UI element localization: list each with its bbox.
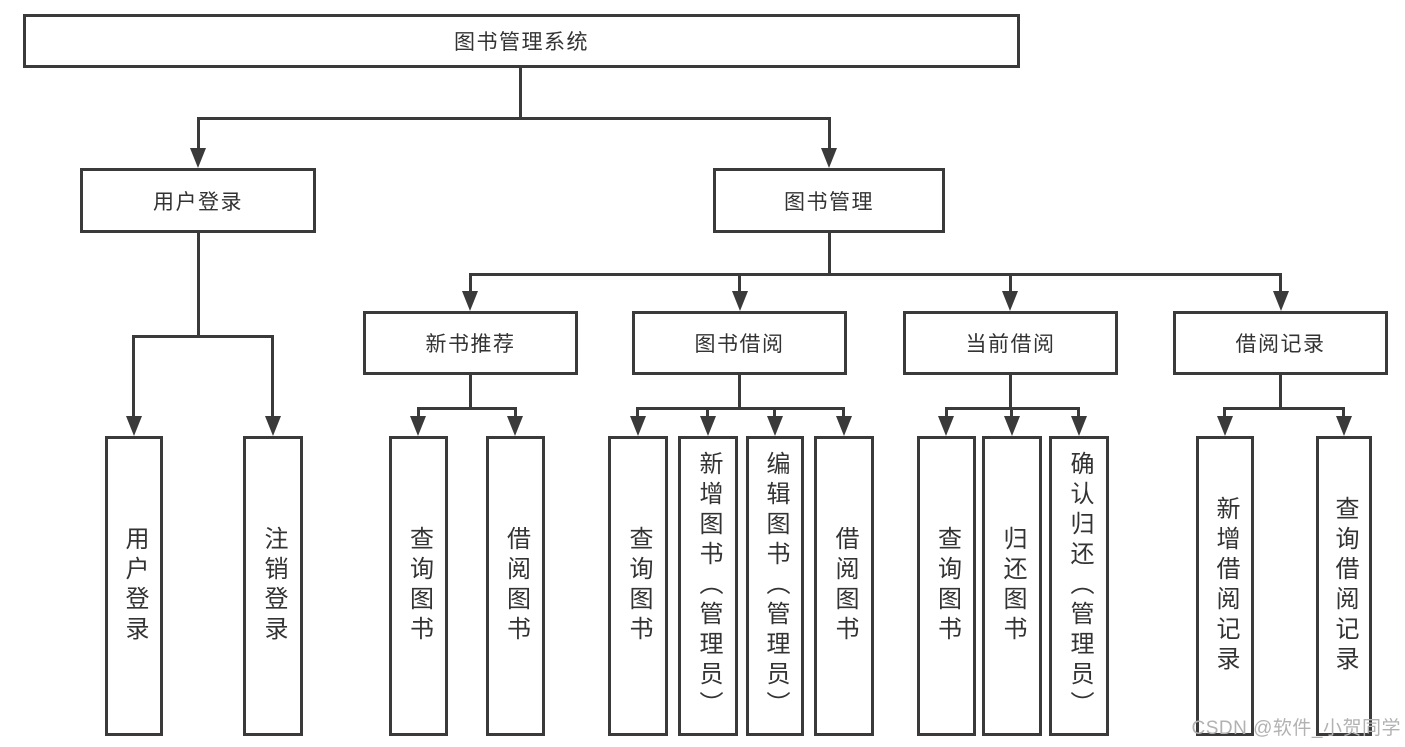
leaf-bb-edit-books: 编辑图书（管理员） bbox=[746, 436, 804, 736]
connector-to-cb-confirm bbox=[1077, 407, 1080, 416]
arrowhead-bb-borrow-icon bbox=[836, 416, 852, 436]
leaf-user-login: 用户登录 bbox=[105, 436, 163, 736]
connector-to-ul-user-login bbox=[132, 335, 135, 416]
leaf-cb-return-books-label: 归还图书 bbox=[999, 526, 1026, 646]
connector-user-login-bar bbox=[132, 335, 274, 338]
arrowhead-current-borrowing-icon bbox=[1002, 291, 1018, 311]
node-book-management: 图书管理 bbox=[713, 168, 945, 233]
arrowhead-borrowing-records-icon bbox=[1273, 291, 1289, 311]
leaf-bb-add-books: 新增图书（管理员） bbox=[678, 436, 738, 736]
leaf-cb-query-books-label: 查询图书 bbox=[933, 526, 961, 646]
connector-bb-bar bbox=[636, 407, 845, 410]
node-user-login: 用户登录 bbox=[80, 168, 316, 233]
connector-user-login-stem bbox=[197, 233, 200, 335]
connector-book-management-bar bbox=[469, 273, 1282, 276]
arrowhead-book-borrowing-icon bbox=[732, 291, 748, 311]
arrowhead-cb-query-icon bbox=[938, 416, 954, 436]
connector-root-bar bbox=[197, 117, 831, 120]
connector-root-to-book-management bbox=[828, 117, 831, 148]
leaf-nbr-query-books: 查询图书 bbox=[389, 436, 448, 736]
arrowhead-bb-add-icon bbox=[700, 416, 716, 436]
connector-bb-stem bbox=[738, 375, 741, 407]
leaf-nbr-query-books-label: 查询图书 bbox=[405, 526, 433, 646]
leaf-br-query-record: 查询借阅记录 bbox=[1316, 436, 1372, 736]
arrowhead-book-management-icon bbox=[821, 148, 837, 168]
node-current-borrowing-label: 当前借阅 bbox=[965, 333, 1056, 356]
leaf-bb-edit-books-label: 编辑图书（管理员） bbox=[762, 451, 789, 721]
connector-to-bb-query bbox=[636, 407, 639, 416]
arrowhead-nbr-query-icon bbox=[410, 416, 426, 436]
connector-nbr-stem bbox=[469, 375, 472, 407]
connector-to-cb-return bbox=[1010, 407, 1013, 416]
leaf-nbr-borrow-books-label: 借阅图书 bbox=[502, 526, 530, 646]
arrowhead-nbr-borrow-icon bbox=[507, 416, 523, 436]
arrowhead-br-add-icon bbox=[1217, 416, 1233, 436]
node-new-book-recommend: 新书推荐 bbox=[363, 311, 578, 375]
arrowhead-ul-user-login-icon bbox=[126, 416, 142, 436]
leaf-nbr-borrow-books: 借阅图书 bbox=[486, 436, 545, 736]
connector-to-nbr-borrow bbox=[514, 407, 517, 416]
connector-to-ul-logout bbox=[271, 335, 274, 416]
leaf-bb-borrow-books: 借阅图书 bbox=[814, 436, 874, 736]
connector-cb-stem bbox=[1009, 375, 1012, 407]
connector-to-nbr-query bbox=[417, 407, 420, 416]
arrowhead-cb-return-icon bbox=[1004, 416, 1020, 436]
leaf-cb-return-books: 归还图书 bbox=[982, 436, 1042, 736]
node-borrowing-records-label: 借阅记录 bbox=[1235, 333, 1326, 356]
arrowhead-new-book-recommend-icon bbox=[462, 291, 478, 311]
connector-book-management-stem bbox=[828, 233, 831, 273]
leaf-user-login-label: 用户登录 bbox=[121, 526, 148, 646]
arrowhead-cb-confirm-icon bbox=[1071, 416, 1087, 436]
arrowhead-br-query-icon bbox=[1336, 416, 1352, 436]
node-book-management-label: 图书管理 bbox=[784, 190, 874, 214]
connector-to-current-borrowing bbox=[1009, 273, 1012, 291]
leaf-bb-query-books: 查询图书 bbox=[608, 436, 668, 736]
connector-to-cb-query bbox=[945, 407, 948, 416]
arrowhead-user-login-icon bbox=[190, 148, 206, 168]
leaf-bb-query-books-label: 查询图书 bbox=[625, 526, 652, 646]
leaf-cb-confirm-return-label: 确认归还（管理员） bbox=[1066, 451, 1093, 721]
connector-to-bb-borrow bbox=[842, 407, 845, 416]
leaf-br-add-record-label: 新增借阅记录 bbox=[1212, 496, 1239, 676]
leaf-logout: 注销登录 bbox=[243, 436, 303, 736]
leaf-br-add-record: 新增借阅记录 bbox=[1196, 436, 1254, 736]
node-root: 图书管理系统 bbox=[23, 14, 1020, 68]
connector-to-bb-add bbox=[706, 407, 709, 416]
node-current-borrowing: 当前借阅 bbox=[903, 311, 1118, 375]
node-root-label: 图书管理系统 bbox=[454, 31, 589, 54]
leaf-cb-confirm-return: 确认归还（管理员） bbox=[1049, 436, 1109, 736]
connector-root-stem bbox=[519, 68, 522, 117]
node-book-borrowing-label: 图书借阅 bbox=[694, 333, 785, 356]
connector-to-bb-edit bbox=[773, 407, 776, 416]
connector-root-to-user-login bbox=[197, 117, 200, 148]
connector-br-bar bbox=[1223, 407, 1345, 410]
arrowhead-bb-query-icon bbox=[630, 416, 646, 436]
leaf-bb-add-books-label: 新增图书（管理员） bbox=[695, 451, 722, 721]
leaf-logout-label: 注销登录 bbox=[260, 526, 287, 646]
connector-to-new-book-recommend bbox=[469, 273, 472, 291]
node-borrowing-records: 借阅记录 bbox=[1173, 311, 1388, 375]
leaf-bb-borrow-books-label: 借阅图书 bbox=[831, 526, 858, 646]
node-new-book-recommend-label: 新书推荐 bbox=[425, 333, 516, 356]
arrowhead-ul-logout-icon bbox=[265, 416, 281, 436]
connector-to-br-add bbox=[1223, 407, 1226, 416]
connector-to-borrowing-records bbox=[1279, 273, 1282, 291]
leaf-cb-query-books: 查询图书 bbox=[917, 436, 976, 736]
leaf-br-query-record-label: 查询借阅记录 bbox=[1331, 496, 1358, 676]
node-book-borrowing: 图书借阅 bbox=[632, 311, 847, 375]
node-user-login-label: 用户登录 bbox=[153, 190, 243, 214]
connector-to-book-borrowing bbox=[738, 273, 741, 291]
connector-nbr-bar bbox=[417, 407, 517, 410]
connector-to-br-query bbox=[1342, 407, 1345, 416]
csdn-watermark: CSDN @软件_小贺同学 bbox=[1191, 718, 1401, 739]
arrowhead-bb-edit-icon bbox=[767, 416, 783, 436]
connector-br-stem bbox=[1279, 375, 1282, 407]
